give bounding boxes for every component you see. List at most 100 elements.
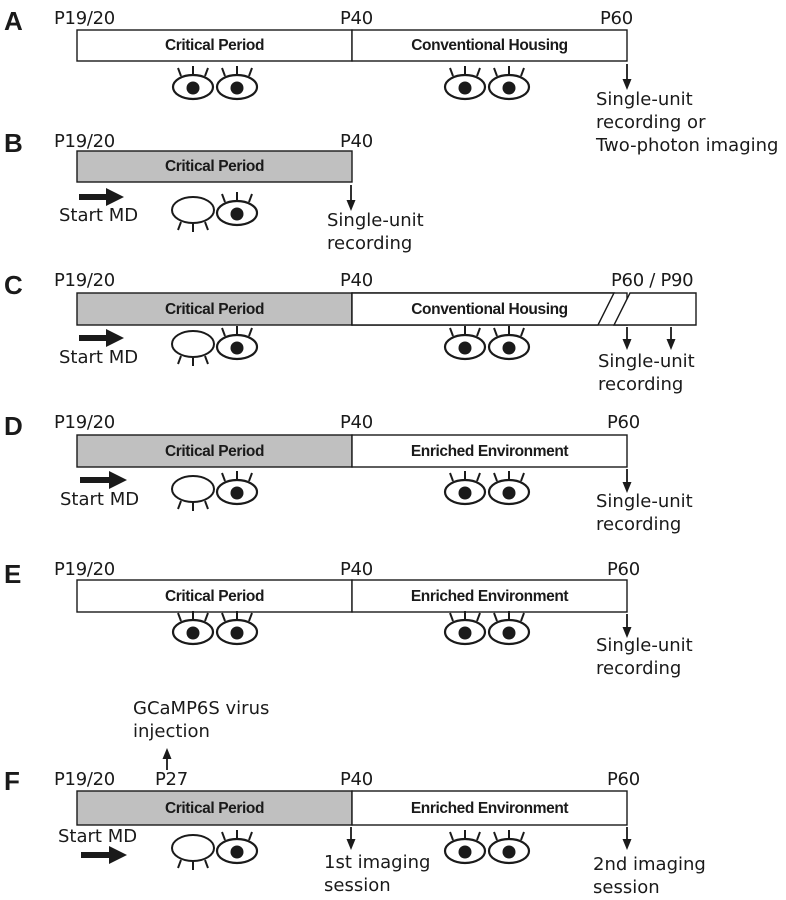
panel-letter: F xyxy=(4,766,20,796)
age-label: P40 xyxy=(340,769,373,790)
timeline-segment xyxy=(76,579,353,613)
start-md-arrow xyxy=(80,471,127,489)
segment-label: Critical Period xyxy=(164,587,265,605)
annotation-note: Single-unit recording xyxy=(596,491,693,535)
open-eye-icon xyxy=(487,611,531,646)
timeline-segment xyxy=(351,579,628,613)
segment-label: Critical Period xyxy=(164,300,265,318)
open-eye-icon xyxy=(215,830,259,865)
timeline-segment xyxy=(351,790,628,826)
segment-label: Enriched Environment xyxy=(410,587,569,605)
down-arrow xyxy=(622,614,632,638)
start-md-arrow xyxy=(79,329,124,347)
age-label: P19/20 xyxy=(54,412,115,433)
down-arrow xyxy=(666,327,676,350)
timeline-segment xyxy=(351,29,628,62)
timeline-segment xyxy=(76,434,353,468)
segment-label: Critical Period xyxy=(164,158,265,175)
segment-label: Conventional Housing xyxy=(411,300,568,318)
start-md-label: Start MD xyxy=(58,826,138,847)
age-label: P60 / P90 xyxy=(611,270,694,291)
panel-letter: B xyxy=(4,128,23,158)
annotation-note: Single-unit recording xyxy=(596,635,693,679)
panel-b xyxy=(76,150,353,183)
annotation-note: 2nd imaging session xyxy=(593,854,706,898)
age-label: P40 xyxy=(340,559,373,580)
annotation-note: Single-unit recording xyxy=(327,210,424,254)
open-eye-icon xyxy=(443,611,487,646)
segment-label: Critical Period xyxy=(164,442,265,460)
segment-label: Enriched Environment xyxy=(410,442,569,460)
annotation-note: 1st imaging session xyxy=(324,852,431,896)
open-eye-icon xyxy=(443,830,487,865)
closed-eye-icon xyxy=(171,834,215,870)
down-arrow xyxy=(346,827,356,850)
age-label: P60 xyxy=(607,769,640,790)
up-arrow xyxy=(162,748,172,770)
panel-e xyxy=(76,579,628,613)
panel-letter: A xyxy=(4,6,23,36)
open-eye-icon xyxy=(171,66,215,101)
open-eye-icon xyxy=(215,471,259,506)
timeline-segment xyxy=(351,434,628,468)
age-label: P40 xyxy=(340,8,373,29)
down-arrow xyxy=(622,327,632,350)
age-label: P27 xyxy=(155,769,188,790)
open-eye-icon xyxy=(487,66,531,101)
panel-f xyxy=(76,790,628,826)
open-eye-icon xyxy=(171,611,215,646)
age-label: P19/20 xyxy=(54,270,115,291)
timeline-extension xyxy=(351,292,697,326)
start-md-arrow xyxy=(79,188,124,206)
open-eye-icon xyxy=(443,471,487,506)
age-label: P60 xyxy=(607,412,640,433)
down-arrow xyxy=(622,469,632,493)
open-eye-icon xyxy=(215,611,259,646)
panel-a xyxy=(76,29,628,62)
age-label: P40 xyxy=(340,412,373,433)
age-label: P19/20 xyxy=(54,8,115,29)
open-eye-icon xyxy=(443,66,487,101)
age-label: P40 xyxy=(340,131,373,152)
open-eye-icon xyxy=(215,66,259,101)
open-eye-icon xyxy=(487,326,531,361)
segment-label: Conventional Housing xyxy=(411,37,568,54)
timeline-segment xyxy=(76,150,353,183)
start-md-label: Start MD xyxy=(59,205,139,226)
timeline-segment xyxy=(76,292,353,326)
annotation-note: Single-unit recording xyxy=(598,351,695,395)
age-label: P40 xyxy=(340,270,373,291)
timeline-segment xyxy=(76,29,353,62)
segment-label: Enriched Environment xyxy=(410,799,569,817)
down-arrow xyxy=(622,827,632,850)
age-label: P19/20 xyxy=(54,769,115,790)
open-eye-icon xyxy=(443,326,487,361)
segment-label: Critical Period xyxy=(164,799,265,817)
open-eye-icon xyxy=(487,830,531,865)
age-label: P60 xyxy=(607,559,640,580)
panel-c xyxy=(76,292,697,326)
closed-eye-icon xyxy=(171,196,215,232)
segment-label: Critical Period xyxy=(164,37,265,54)
age-label: P60 xyxy=(600,8,633,29)
start-md-label: Start MD xyxy=(60,489,140,510)
panel-letter: E xyxy=(4,559,22,589)
annotation-note: Single-unit recording or Two-photon imag… xyxy=(596,89,779,156)
open-eye-icon xyxy=(215,192,259,227)
start-md-arrow xyxy=(81,846,127,864)
age-label: P19/20 xyxy=(54,131,115,152)
down-arrow xyxy=(622,64,632,90)
open-eye-icon xyxy=(487,471,531,506)
panel-letter: C xyxy=(4,270,23,300)
panel-d xyxy=(76,434,628,468)
down-arrow xyxy=(346,185,356,211)
open-eye-icon xyxy=(215,326,259,361)
closed-eye-icon xyxy=(171,475,215,511)
panel-letter: D xyxy=(4,411,23,441)
start-md-label: Start MD xyxy=(59,347,139,368)
closed-eye-icon xyxy=(171,330,215,366)
age-label: P19/20 xyxy=(54,559,115,580)
annotation-note: GCaMP6S virus injection xyxy=(133,698,270,742)
